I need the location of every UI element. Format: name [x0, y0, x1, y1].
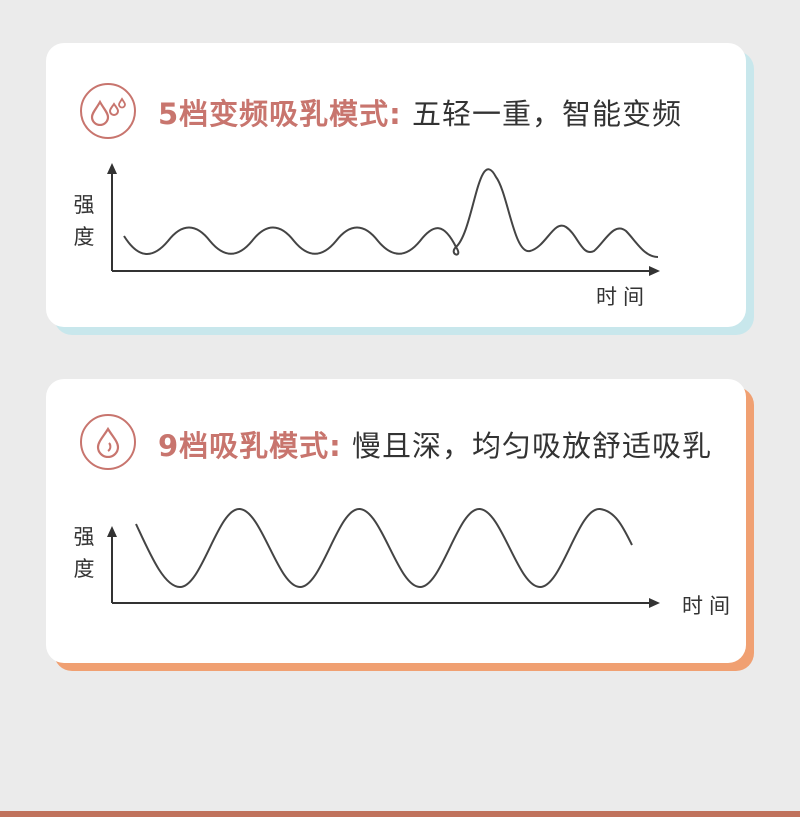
waveform-line	[123, 168, 659, 258]
single-droplet-icon	[80, 414, 136, 470]
x-axis-label: 时间	[596, 285, 650, 309]
y-axis-arrow	[107, 163, 117, 174]
mode-title: 9档吸乳模式: 慢且深，均匀吸放舒适吸乳	[158, 423, 712, 465]
mode-card-9: 9档吸乳模式: 慢且深，均匀吸放舒适吸乳 强 度 时间	[46, 379, 754, 671]
card-body: 5档变频吸乳模式: 五轻一重，智能变频 强 度 时间	[46, 43, 746, 327]
bottom-accent-bar	[0, 811, 800, 817]
x-axis-label: 时间	[682, 594, 736, 618]
mode-title-description: 五轻一重，智能变频	[401, 97, 682, 131]
three-droplets-icon	[80, 83, 136, 139]
mode-card-5: 5档变频吸乳模式: 五轻一重，智能变频 强 度 时间	[46, 43, 754, 335]
mode-title: 5档变频吸乳模式: 五轻一重，智能变频	[158, 91, 682, 133]
y-axis-arrow	[107, 526, 117, 537]
mode-title-accent: 5档变频吸乳模式:	[158, 97, 402, 131]
y-axis-label: 强 度	[73, 525, 95, 581]
waveform-chart	[107, 507, 660, 608]
mode-title-accent: 9档吸乳模式:	[158, 429, 342, 463]
x-axis-arrow	[649, 266, 660, 276]
waveform-line	[135, 507, 633, 589]
y-axis-label: 强 度	[73, 193, 95, 249]
waveform-chart	[107, 163, 660, 276]
x-axis-arrow	[649, 598, 660, 608]
card-body: 9档吸乳模式: 慢且深，均匀吸放舒适吸乳 强 度 时间	[46, 379, 746, 663]
mode-title-description: 慢且深，均匀吸放舒适吸乳	[341, 429, 713, 463]
